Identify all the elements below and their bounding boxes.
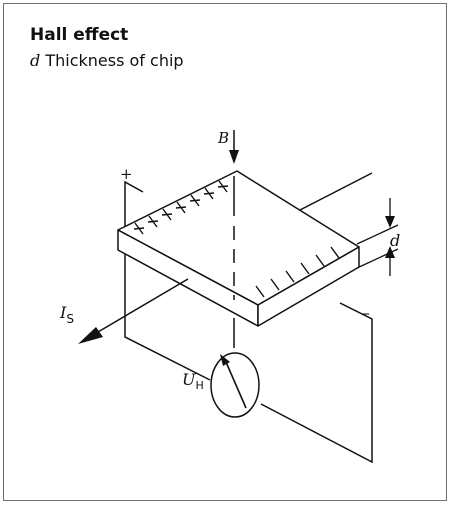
legend-text: Thickness of chip bbox=[45, 51, 184, 70]
thickness-arrow-down bbox=[385, 216, 395, 228]
negative-wire bbox=[260, 302, 373, 464]
magnetic-field-label: B bbox=[217, 129, 229, 147]
current-label: IS bbox=[59, 303, 74, 326]
legend-line: d Thickness of chip bbox=[30, 51, 184, 70]
positive-wire bbox=[124, 180, 211, 381]
positive-terminal-label: + bbox=[120, 165, 133, 183]
negative-terminal-label: – bbox=[362, 303, 370, 322]
magnetic-field-arrowhead bbox=[229, 150, 239, 164]
negative-charges bbox=[255, 246, 340, 298]
voltmeter-icon bbox=[210, 352, 260, 418]
semiconductor-chip bbox=[117, 170, 360, 327]
voltage-label: UH bbox=[182, 370, 204, 392]
positive-charges bbox=[133, 180, 229, 235]
figure-title: Hall effect bbox=[30, 25, 129, 45]
current-lead-front bbox=[97, 278, 189, 333]
legend-symbol: d bbox=[30, 51, 41, 70]
current-lead-back bbox=[299, 172, 373, 211]
current-arrowhead bbox=[78, 327, 103, 344]
thickness-arrow-up bbox=[385, 246, 395, 258]
thickness-label: d bbox=[390, 231, 400, 250]
